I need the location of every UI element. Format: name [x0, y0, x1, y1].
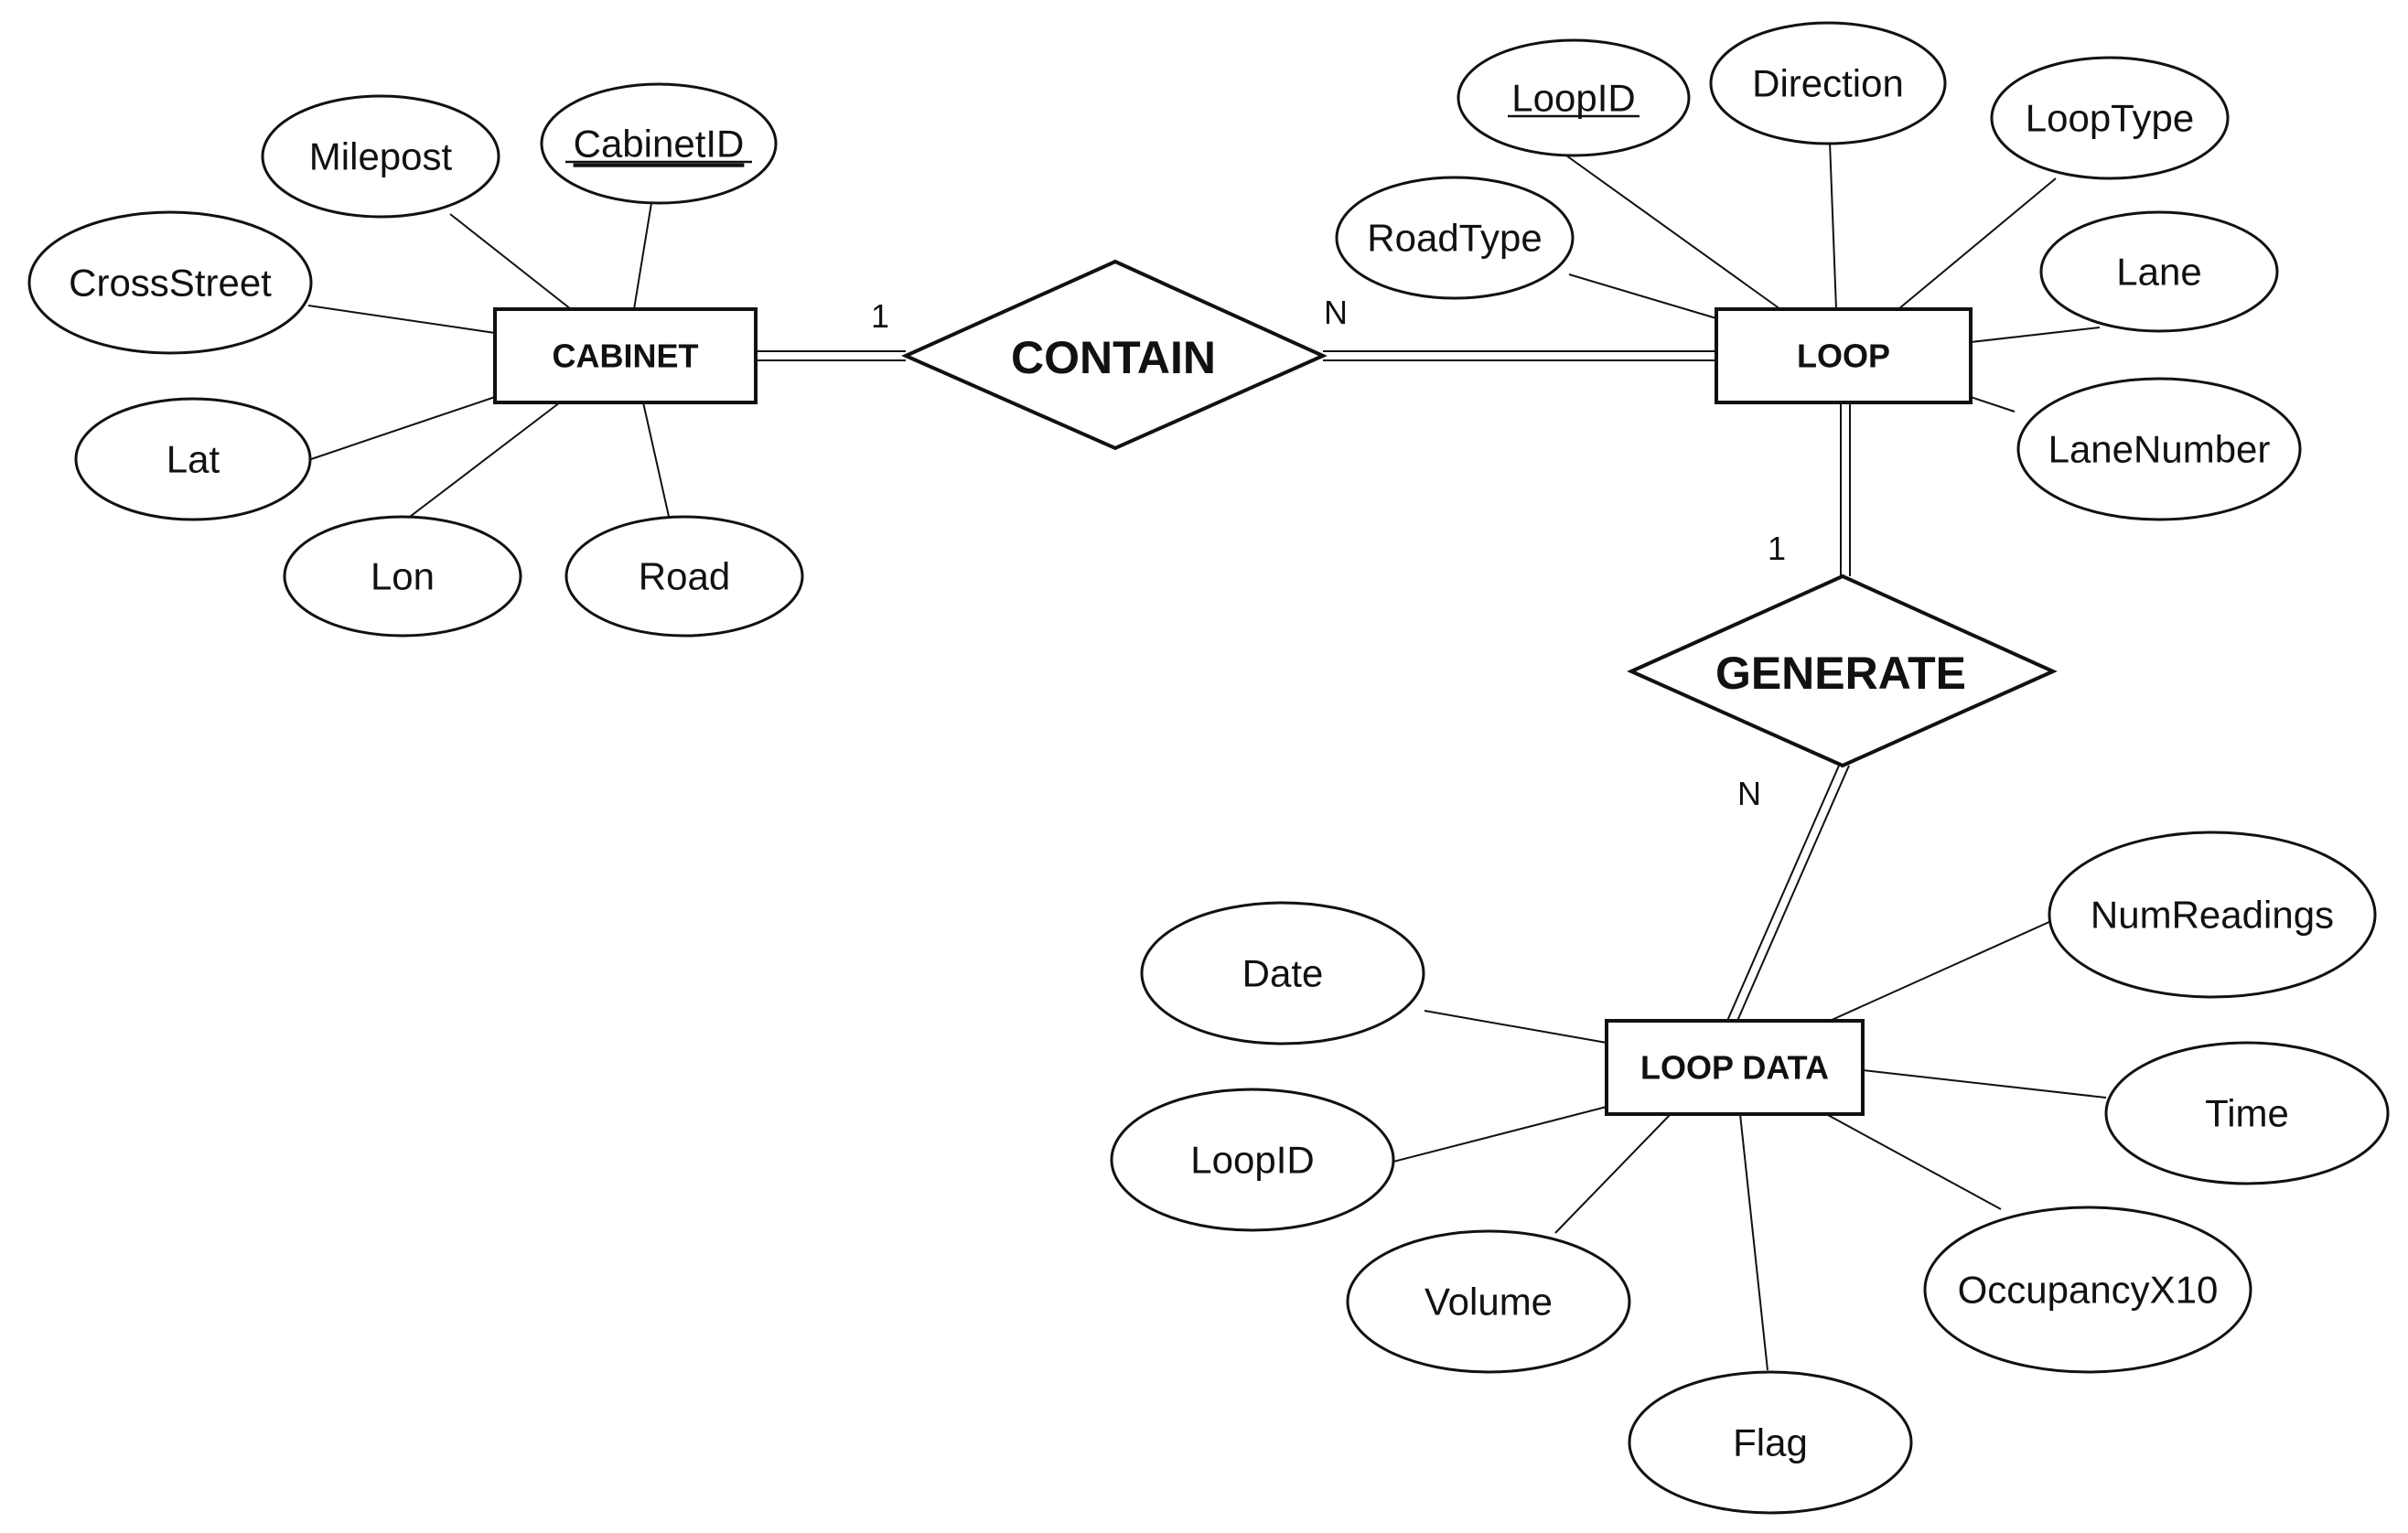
line-loopdata-occupancy — [1825, 1113, 2002, 1210]
attr-volume-label: Volume — [1424, 1281, 1553, 1324]
line-cabinet-lon — [402, 402, 561, 523]
cabinet-group: CABINET CabinetID Milepost CrossStreet L… — [27, 82, 804, 638]
attr-milepost-label: Milepost — [309, 135, 453, 178]
attr-ellipse — [1923, 1206, 2252, 1374]
attr-ellipse — [2016, 377, 2302, 521]
relationship-generate[interactable]: GENERATE — [1627, 574, 2058, 768]
attr-date-label: Date — [1242, 952, 1324, 995]
line-generate-loopdata-b — [1736, 765, 1850, 1022]
cardinality-contain-loop: N — [1324, 294, 1348, 331]
line-loopdata-volume — [1554, 1113, 1672, 1234]
attr-loopdata-occupancy[interactable]: OccupancyX10 — [1923, 1206, 2252, 1374]
attr-ellipse — [74, 397, 312, 521]
attr-ellipse — [283, 515, 522, 638]
attr-cabinetid-label: CabinetID — [574, 123, 745, 166]
line-loop-looptype — [1897, 177, 2057, 310]
relationship-generate-diamond — [1627, 574, 2058, 768]
relationship-contain[interactable]: CONTAIN — [901, 259, 1328, 451]
cardinality-generate-loopdata: N — [1737, 775, 1761, 812]
attr-loopdata-loopid[interactable]: LoopID — [1110, 1088, 1395, 1232]
attr-numreadings-label: NumReadings — [2091, 894, 2334, 937]
line-loopdata-flag — [1739, 1113, 1768, 1371]
entity-loop-label: LOOP — [1797, 338, 1890, 375]
attr-cabinet-crossstreet[interactable]: CrossStreet — [27, 210, 313, 355]
line-loopdata-time — [1862, 1069, 2107, 1099]
attr-cabinet-milepost[interactable]: Milepost — [261, 94, 500, 219]
attr-cabinet-road[interactable]: Road — [564, 515, 804, 638]
attr-road-label: Road — [639, 555, 730, 598]
relationship-contain-diamond — [901, 259, 1328, 451]
attr-loopdata-loopid-label: LoopID — [1190, 1139, 1314, 1182]
attr-ellipse — [1346, 1229, 1631, 1374]
line-generate-loopdata-a — [1726, 765, 1840, 1022]
attr-lat-label: Lat — [167, 438, 220, 481]
attr-ellipse — [261, 94, 500, 219]
cardinality-generate-loop: 1 — [1768, 530, 1786, 567]
attr-ellipse — [2104, 1041, 2390, 1185]
entity-cabinet-label: CABINET — [553, 338, 699, 375]
line-loop-loopid — [1559, 150, 1781, 310]
attr-loop-loopid[interactable]: LoopID — [1457, 38, 1691, 157]
loopdata-group: LOOP DATA Date LoopID Volume Flag Occupa… — [1110, 831, 2390, 1515]
attr-loopdata-time[interactable]: Time — [2104, 1041, 2390, 1185]
loop-group: LOOP LoopID Direction LoopType RoadType … — [1335, 21, 2302, 521]
attr-roadtype-label: RoadType — [1367, 217, 1542, 260]
line-loop-lane — [1970, 327, 2101, 343]
attr-loop-lane[interactable]: Lane — [2039, 210, 2279, 333]
line-cabinet-milepost — [449, 213, 572, 310]
cardinality-contain-cabinet: 1 — [871, 297, 889, 335]
attr-loop-looptype[interactable]: LoopType — [1990, 56, 2230, 180]
attr-direction-label: Direction — [1752, 62, 1904, 105]
entity-loop-data[interactable] — [1605, 1019, 1865, 1116]
line-cabinet-crossstreet — [307, 305, 496, 334]
relationship-generate-label: GENERATE — [1715, 648, 1966, 699]
relationship-contain-label: CONTAIN — [1011, 332, 1216, 383]
attr-ellipse — [1335, 176, 1575, 300]
attr-cabinet-lon[interactable]: Lon — [283, 515, 522, 638]
attr-cabinet-lat[interactable]: Lat — [74, 397, 312, 521]
attr-loopdata-volume[interactable]: Volume — [1346, 1229, 1631, 1374]
line-loopdata-date — [1424, 1010, 1607, 1044]
attr-ellipse — [1457, 38, 1691, 157]
attr-ellipse — [2048, 831, 2377, 999]
line-cabinet-cabinetid — [633, 202, 652, 310]
attr-looptype-label: LoopType — [2026, 97, 2195, 140]
line-loopdata-numreadings — [1829, 920, 2052, 1022]
attr-ellipse — [1140, 901, 1425, 1045]
attr-lane-label: Lane — [2116, 251, 2201, 294]
attr-ellipse — [564, 515, 804, 638]
attr-loop-direction[interactable]: Direction — [1709, 21, 1947, 145]
line-loop-roadtype — [1568, 273, 1717, 319]
line-cabinet-lat — [307, 396, 496, 461]
attr-ellipse — [1110, 1088, 1395, 1232]
entity-cabinet[interactable] — [493, 307, 758, 404]
attr-loop-lanenumber[interactable]: LaneNumber — [2016, 377, 2302, 521]
attr-loopdata-numreadings[interactable]: NumReadings — [2048, 831, 2377, 999]
entity-loop[interactable] — [1715, 307, 1973, 404]
attr-crossstreet-label: CrossStreet — [69, 262, 272, 305]
attr-loopid-label: LoopID — [1511, 77, 1635, 120]
attr-cabinet-cabinetid[interactable]: CabinetID — [540, 82, 778, 205]
attr-ellipse — [1709, 21, 1947, 145]
attr-lanenumber-label: LaneNumber — [2048, 428, 2271, 471]
line-loop-direction — [1829, 141, 1837, 310]
attr-loopdata-date[interactable]: Date — [1140, 901, 1425, 1045]
attr-ellipse — [1628, 1370, 1913, 1515]
line-cabinet-road — [642, 402, 671, 521]
attr-flag-label: Flag — [1733, 1421, 1808, 1464]
attr-occupancy-label: OccupancyX10 — [1958, 1269, 2219, 1312]
attr-ellipse — [540, 82, 778, 205]
attr-ellipse — [2039, 210, 2279, 333]
attr-lon-label: Lon — [371, 555, 435, 598]
entity-loop-data-label: LOOP DATA — [1640, 1049, 1829, 1087]
attr-loop-roadtype[interactable]: RoadType — [1335, 176, 1575, 300]
connector-lines — [307, 141, 2107, 1371]
attr-loopdata-flag[interactable]: Flag — [1628, 1370, 1913, 1515]
attr-ellipse — [1990, 56, 2230, 180]
attr-time-label: Time — [2205, 1092, 2289, 1135]
line-loopdata-loopid — [1392, 1106, 1607, 1163]
line-loop-lanenumber — [1970, 396, 2016, 413]
attr-ellipse — [27, 210, 313, 355]
